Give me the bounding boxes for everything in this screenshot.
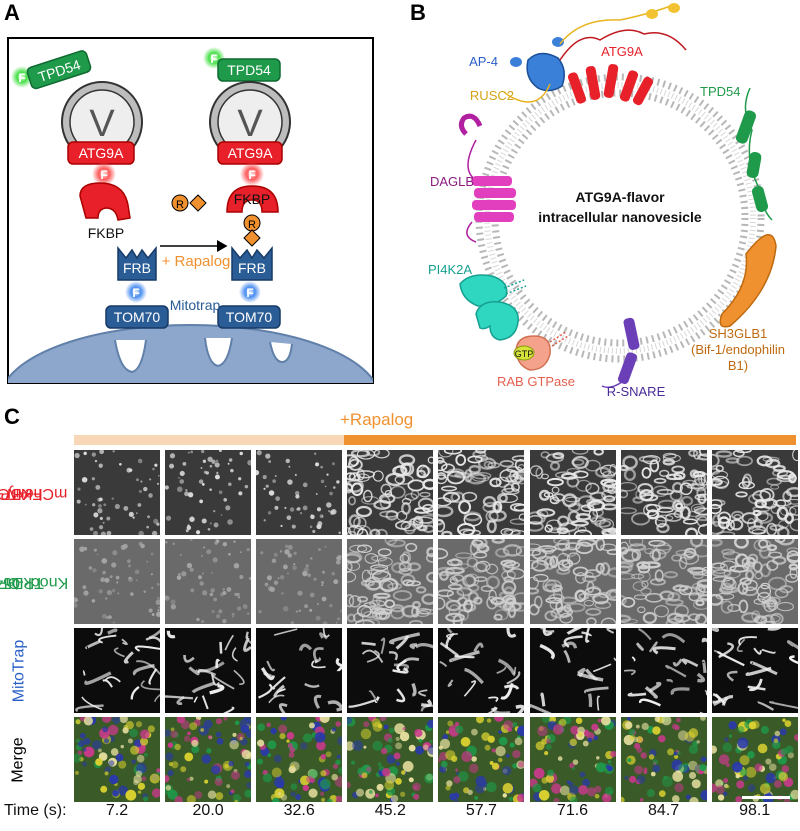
micrograph-r3-c3 [256, 628, 342, 713]
time-value-5: 57.7 [438, 802, 524, 820]
time-value-2: 20.0 [165, 802, 251, 820]
scale-bar [742, 796, 790, 799]
micrograph-r3-c2 [165, 628, 251, 713]
time-axis-label: Time (s): [4, 802, 67, 820]
micrograph-r3-c5 [438, 628, 524, 713]
micrograph-r3-c8 [712, 628, 798, 713]
micrograph-r1-c4 [347, 450, 433, 535]
micrograph-r1-c3 [256, 450, 342, 535]
micrograph-r2-c6 [530, 539, 616, 624]
micrograph-r4-c5 [438, 717, 524, 802]
micrograph-r4-c8 [712, 717, 798, 802]
micrograph-r4-c3 [256, 717, 342, 802]
time-value-7: 84.7 [621, 802, 707, 820]
micrograph-r3-c1 [74, 628, 160, 713]
micrograph-r1-c1 [74, 450, 160, 535]
micrograph-r4-c2 [165, 717, 251, 802]
micrograph-r4-c7 [621, 717, 707, 802]
micrograph-r4-c6 [530, 717, 616, 802]
micrograph-r2-c7 [621, 539, 707, 624]
micrograph-r4-c1 [74, 717, 160, 802]
time-value-4: 45.2 [347, 802, 433, 820]
micrograph-r1-c6 [530, 450, 616, 535]
time-value-3: 32.6 [256, 802, 342, 820]
micrograph-r3-c7 [621, 628, 707, 713]
micrograph-r2-c2 [165, 539, 251, 624]
micrograph-r3-c6 [530, 628, 616, 713]
time-value-1: 7.2 [74, 802, 160, 820]
micrograph-r2-c4 [347, 539, 433, 624]
micrograph-r1-c5 [438, 450, 524, 535]
micrograph-r1-c7 [621, 450, 707, 535]
micrograph-r2-c3 [256, 539, 342, 624]
time-value-6: 71.6 [530, 802, 616, 820]
micrograph-r3-c4 [347, 628, 433, 713]
micrograph-r2-c5 [438, 539, 524, 624]
time-value-8: 98.1 [712, 802, 798, 820]
micrograph-r1-c8 [712, 450, 798, 535]
micrograph-r4-c4 [347, 717, 433, 802]
micrograph-r2-c8 [712, 539, 798, 624]
micrograph-r1-c2 [165, 450, 251, 535]
micrograph-r2-c1 [74, 539, 160, 624]
